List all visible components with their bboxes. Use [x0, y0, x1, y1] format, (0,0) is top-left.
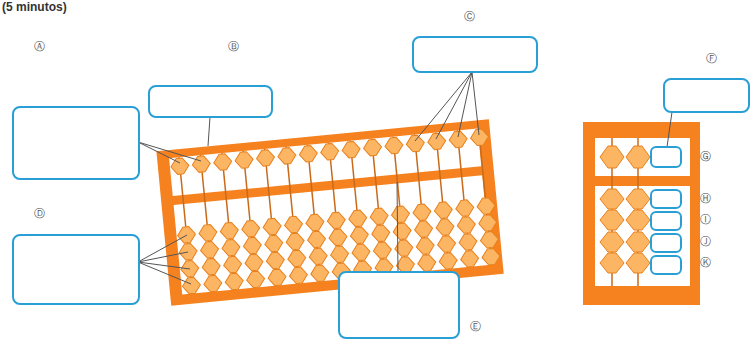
part-letter: Ⓕ: [706, 52, 717, 66]
bead-rod: [234, 150, 265, 288]
bead-rod: [384, 136, 415, 274]
label-box: Ⓓ: [12, 234, 140, 305]
bead-rod: [299, 144, 330, 282]
label-box: Ⓑ: [148, 85, 273, 118]
label-box: Ⓕ: [663, 78, 750, 113]
label-box: Ⓔ: [338, 271, 460, 339]
leader-line: [138, 262, 191, 284]
bead-rod: [600, 138, 624, 286]
part-letter: Ⓔ: [470, 320, 481, 334]
part-letter: Ⓘ: [700, 213, 711, 227]
bead-rod: [406, 134, 437, 272]
bead-rod: [470, 128, 501, 266]
leader-line: [138, 252, 188, 262]
bead-rod: [341, 140, 372, 278]
label-box: Ⓖ: [650, 146, 682, 168]
bead-rod: [170, 156, 201, 294]
part-letter: Ⓐ: [34, 40, 45, 54]
part-letter: Ⓙ: [700, 235, 711, 249]
label-box: Ⓚ: [650, 255, 682, 275]
leader-line: [415, 72, 472, 141]
label-box: Ⓘ: [650, 211, 682, 231]
leader-line: [458, 72, 472, 137]
part-letter: Ⓗ: [700, 192, 711, 206]
bead-rod: [363, 138, 394, 276]
bead-rod: [427, 132, 458, 270]
bead-rod: [191, 154, 222, 292]
task-note: (5 minutos): [2, 0, 67, 14]
bead-rod: [320, 142, 351, 280]
bead-rod: [213, 152, 244, 290]
leader-line: [208, 117, 210, 146]
leader-line: [436, 72, 472, 139]
leader-line: [667, 112, 672, 147]
part-letter: Ⓖ: [700, 150, 711, 164]
leader-lines: [138, 72, 672, 284]
leader-line: [138, 142, 201, 161]
bead-rod: [626, 138, 650, 286]
bead-rod: [277, 146, 308, 284]
part-letter: Ⓒ: [464, 10, 475, 24]
label-box: Ⓒ: [412, 36, 538, 73]
label-box: Ⓙ: [650, 233, 682, 253]
part-letter: Ⓓ: [34, 207, 45, 221]
soroban-detail: [583, 122, 700, 305]
label-box: Ⓗ: [650, 189, 682, 209]
bead-rod: [448, 130, 479, 268]
leader-line: [397, 182, 398, 272]
abacus-frame: [583, 122, 700, 305]
label-box: Ⓐ: [12, 106, 140, 180]
part-letter: Ⓚ: [700, 256, 711, 270]
leader-line: [138, 235, 187, 262]
leader-line: [472, 72, 479, 135]
part-letter: Ⓑ: [228, 40, 239, 54]
bead-rod: [256, 148, 287, 286]
